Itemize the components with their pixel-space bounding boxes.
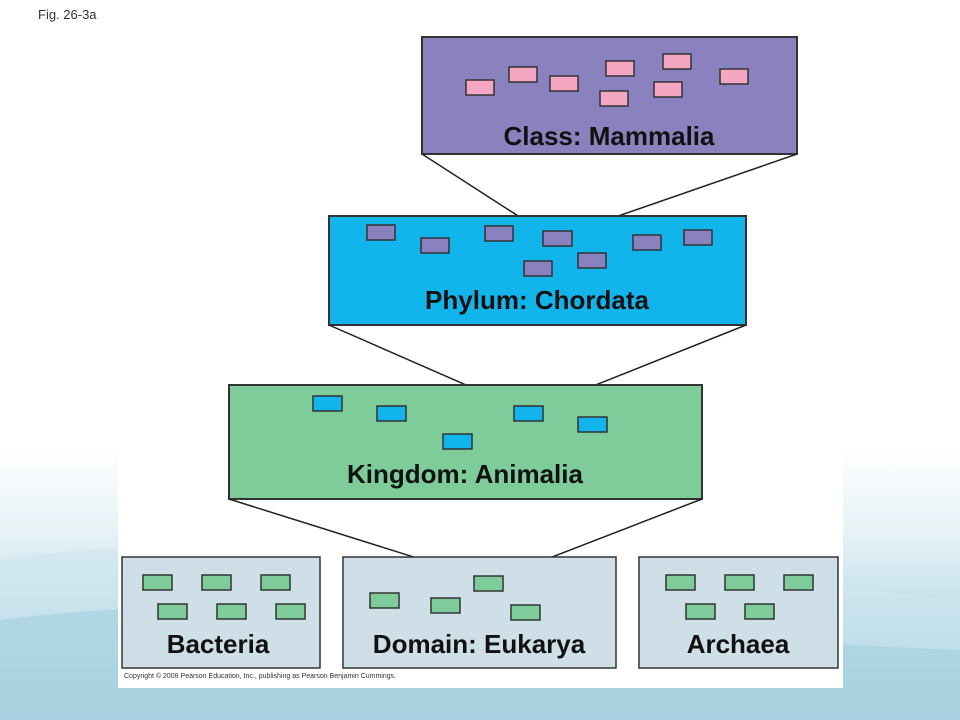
member-square bbox=[605, 60, 635, 77]
member-square bbox=[599, 90, 629, 107]
member-square bbox=[369, 592, 400, 609]
domain-bacteria-label: Bacteria bbox=[167, 629, 270, 659]
member-square bbox=[473, 575, 504, 592]
member-square bbox=[724, 574, 755, 591]
member-square bbox=[577, 416, 608, 433]
class-mammalia-group: Class: Mammalia bbox=[421, 36, 798, 155]
member-square bbox=[685, 603, 716, 620]
member-square bbox=[484, 225, 514, 242]
kingdom-animalia-group: Kingdom: Animalia bbox=[228, 384, 703, 500]
member-square bbox=[366, 224, 396, 241]
member-square bbox=[662, 53, 692, 70]
archaea-members bbox=[665, 574, 814, 620]
taxonomy-diagram: Class: Mammalia Phylum: Chordata bbox=[121, 36, 839, 669]
member-square bbox=[201, 574, 232, 591]
phylum-chordata-label: Phylum: Chordata bbox=[425, 285, 649, 315]
member-square bbox=[683, 229, 713, 246]
member-square bbox=[523, 260, 553, 277]
member-square bbox=[465, 79, 495, 96]
member-square bbox=[508, 66, 538, 83]
member-square bbox=[542, 230, 573, 247]
class-mammalia-label: Class: Mammalia bbox=[504, 121, 716, 151]
phylum-chordata-group: Phylum: Chordata bbox=[328, 215, 747, 326]
member-square bbox=[632, 234, 662, 251]
domain-archaea-group: Archaea bbox=[638, 556, 839, 669]
domain-bacteria-group: Bacteria bbox=[121, 556, 321, 669]
diagram-panel: Class: Mammalia Phylum: Chordata bbox=[118, 32, 843, 688]
bacteria-members bbox=[142, 574, 306, 620]
member-square bbox=[430, 597, 461, 614]
member-square bbox=[376, 405, 407, 422]
member-square bbox=[744, 603, 775, 620]
member-square bbox=[216, 603, 247, 620]
domain-eukarya-label: Domain: Eukarya bbox=[373, 629, 586, 659]
animalia-members bbox=[312, 395, 608, 450]
chordata-members bbox=[366, 224, 713, 277]
member-square bbox=[260, 574, 291, 591]
copyright-notice: Copyright © 2008 Pearson Education, Inc.… bbox=[124, 673, 397, 680]
domain-archaea-label: Archaea bbox=[687, 629, 790, 659]
figure-label: Fig. 26-3a bbox=[38, 7, 97, 22]
member-square bbox=[312, 395, 343, 412]
member-square bbox=[653, 81, 683, 98]
member-square bbox=[719, 68, 749, 85]
member-square bbox=[275, 603, 306, 620]
member-square bbox=[549, 75, 579, 92]
eukarya-members bbox=[369, 575, 541, 621]
member-square bbox=[420, 237, 450, 254]
member-square bbox=[142, 574, 173, 591]
member-square bbox=[513, 405, 544, 422]
member-square bbox=[442, 433, 473, 450]
domain-eukarya-group: Domain: Eukarya bbox=[342, 556, 617, 669]
kingdom-animalia-label: Kingdom: Animalia bbox=[347, 459, 583, 489]
member-square bbox=[510, 604, 541, 621]
mammalia-members bbox=[465, 53, 749, 107]
member-square bbox=[157, 603, 188, 620]
member-square bbox=[577, 252, 607, 269]
member-square bbox=[665, 574, 696, 591]
member-square bbox=[783, 574, 814, 591]
